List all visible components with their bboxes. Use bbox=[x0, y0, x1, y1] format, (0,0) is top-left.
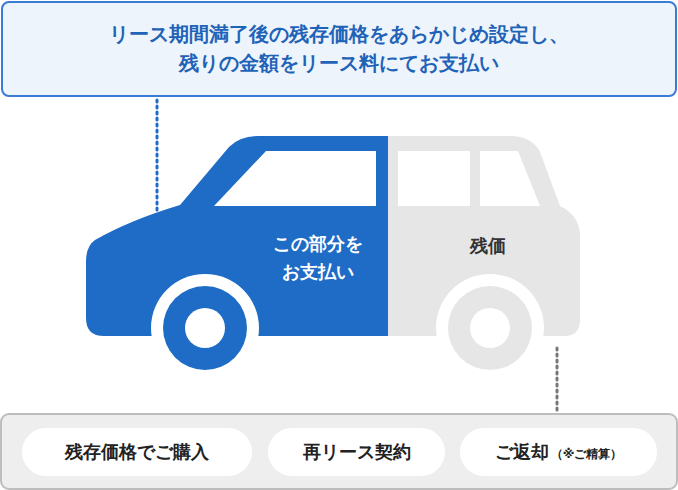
option-pill: ご返却（※ご精算） bbox=[460, 428, 657, 476]
options-panel bbox=[1, 414, 677, 489]
node-text: 再リース契約 bbox=[303, 441, 411, 462]
wheel-arch bbox=[436, 274, 544, 382]
node-text: ご返却 bbox=[495, 441, 549, 462]
rear-wheel bbox=[448, 286, 532, 370]
node-text: 残存価格でご購入 bbox=[65, 441, 209, 462]
node-text-group: 再リース契約 bbox=[303, 441, 411, 463]
node-note: （※ご精算） bbox=[551, 447, 623, 461]
wheel-hub bbox=[470, 308, 510, 348]
car-part-label: この部分を お支払い bbox=[258, 230, 378, 286]
node-text: リース期間満了後の残存価格をあらかじめ設定し、 残りの金額をリース料にてお支払い bbox=[19, 20, 659, 78]
node-text-group: ご返却（※ご精算） bbox=[495, 441, 623, 463]
car-part-label: 残価 bbox=[448, 233, 528, 258]
wheel-hub bbox=[185, 308, 225, 348]
wheel-arch bbox=[151, 274, 259, 382]
rear-window bbox=[480, 151, 540, 206]
option-pill: 残存価格でご購入 bbox=[22, 428, 252, 476]
rear-window bbox=[398, 151, 470, 206]
front-window bbox=[214, 151, 376, 206]
leader-line bbox=[156, 100, 159, 214]
front-wheel bbox=[163, 286, 247, 370]
leader-line bbox=[556, 348, 559, 410]
callout-box: リース期間満了後の残存価格をあらかじめ設定し、 残りの金額をリース料にてお支払い bbox=[1, 1, 677, 97]
node-text-group: リース期間満了後の残存価格をあらかじめ設定し、 残りの金額をリース料にてお支払い bbox=[19, 20, 659, 78]
option-pill: 再リース契約 bbox=[268, 428, 445, 476]
node-text-group: 残存価格でご購入 bbox=[65, 441, 209, 463]
car-body bbox=[86, 136, 580, 382]
